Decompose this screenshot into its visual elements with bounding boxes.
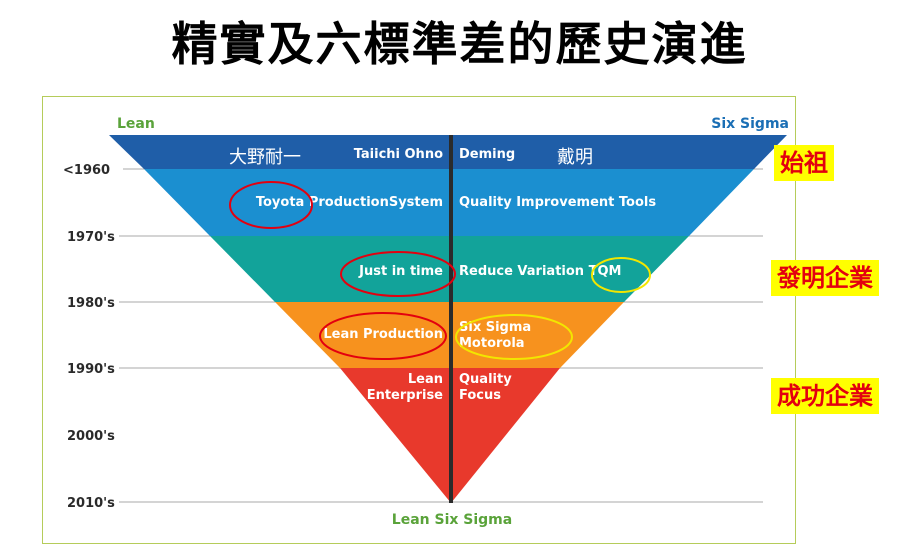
band-1980s-left: Lean Production [323, 327, 443, 342]
highlight-just-in-time [340, 251, 456, 297]
band-1980s-right-line2: Motorola [459, 336, 525, 351]
diagram-frame: Lean Six Sigma <1960 1970's 1980's 1990'… [42, 96, 796, 544]
deming-chinese-name: 戴明 [557, 147, 593, 168]
band-1960-right: Deming [459, 147, 515, 162]
band-1960-left: Taiichi Ohno [354, 147, 443, 162]
band-1990s-right-line2: Focus [459, 388, 501, 403]
band-1990s-left-line2: Enterprise [367, 388, 443, 403]
era-label: 1980's [67, 296, 115, 311]
highlight-toyota [229, 181, 313, 229]
band-1970s-left: Just in time [358, 264, 443, 279]
band-1960s-left: Toyota ProductionSystem [256, 195, 443, 210]
band-1990s-right-line1: Quality [459, 372, 512, 387]
era-label: 2000's [67, 429, 115, 444]
six-sigma-header: Six Sigma [711, 116, 789, 132]
tag-successful-companies: 成功企業 [771, 378, 879, 414]
era-label: 2010's [67, 496, 115, 511]
highlight-tqm [591, 257, 651, 293]
highlight-lean-production [319, 312, 447, 360]
era-label: <1960 [63, 163, 110, 178]
band-1970s-right: Reduce Variation TQM [459, 264, 621, 279]
lean-six-sigma-label: Lean Six Sigma [392, 512, 512, 528]
tag-founders: 始祖 [774, 145, 834, 181]
era-label: 1990's [67, 362, 115, 377]
page-title: 精實及六標準差的歷史演進 [171, 17, 748, 71]
lean-header: Lean [117, 116, 155, 132]
lean-six-sigma-diagram: Lean Six Sigma <1960 1970's 1980's 1990'… [63, 116, 789, 528]
ohno-chinese-name: 大野耐一 [229, 147, 301, 168]
band-1960 [109, 135, 787, 169]
era-label: 1970's [67, 230, 115, 245]
band-1960s-right: Quality Improvement Tools [459, 195, 656, 210]
band-1980s-right-line1: Six Sigma [459, 320, 531, 335]
highlight-six-sigma-motorola [455, 314, 573, 360]
tag-inventor-companies: 發明企業 [771, 260, 879, 296]
band-1990s-left-line1: Lean [408, 372, 443, 387]
